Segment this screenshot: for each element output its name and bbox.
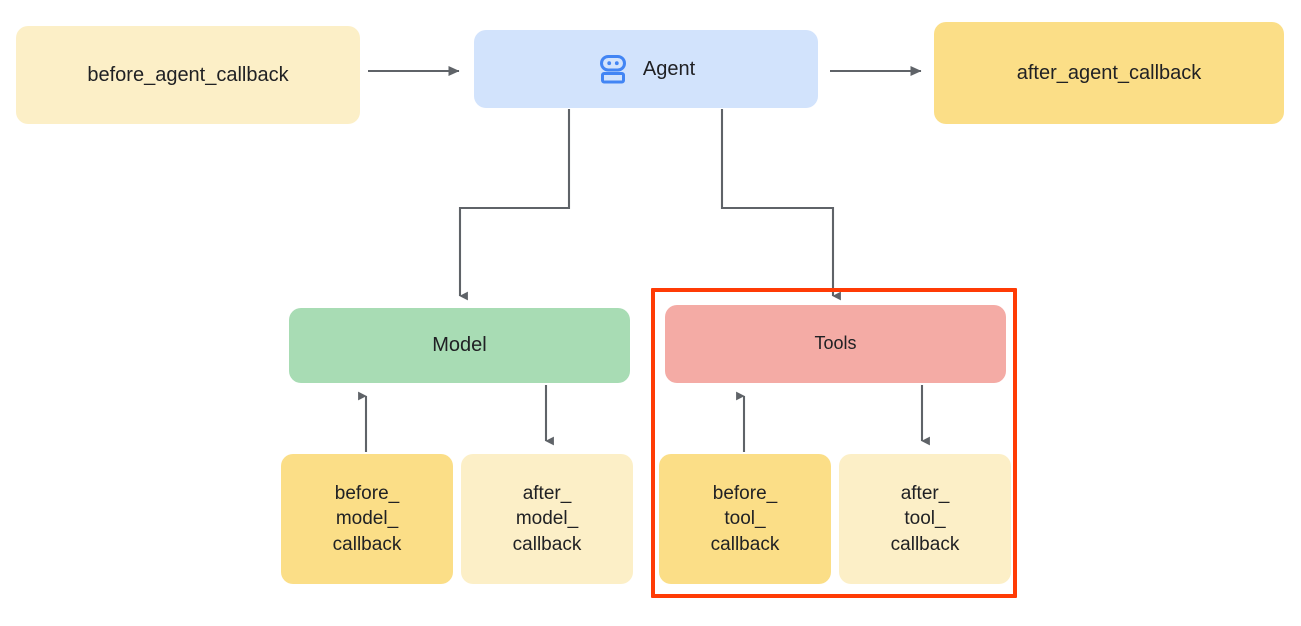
node-before-tool-callback[interactable]: before_ tool_ callback (659, 454, 831, 584)
node-tools-label: Tools (814, 333, 857, 354)
node-after-model-callback-label: after_ model_ callback (512, 483, 582, 555)
node-tools[interactable]: Tools (665, 305, 1006, 383)
node-before-model-callback-label: before_ model_ callback (332, 483, 402, 555)
node-after-tool-callback[interactable]: after_ tool_ callback (839, 454, 1011, 584)
node-after-model-callback[interactable]: after_ model_ callback (461, 454, 633, 584)
node-after-agent-callback-label: after_agent_callback (1016, 61, 1202, 84)
edge-agent-to-model (458, 109, 571, 301)
node-before-tool-callback-label: before_ tool_ callback (710, 483, 780, 555)
node-before-agent-callback-label: before_agent_callback (87, 63, 289, 86)
node-after-tool-callback-label: after_ tool_ callback (890, 483, 960, 555)
edge-agent-to-tools (720, 109, 841, 301)
node-model-label: Model (432, 334, 487, 357)
node-before-model-callback[interactable]: before_ model_ callback (281, 454, 453, 584)
node-agent[interactable]: Agent (474, 30, 818, 108)
robot-icon (597, 53, 629, 85)
node-model[interactable]: Model (289, 308, 630, 383)
node-agent-label: Agent (642, 57, 696, 80)
node-after-agent-callback[interactable]: after_agent_callback (934, 22, 1284, 124)
tools-highlight-region (651, 288, 1017, 598)
node-before-agent-callback[interactable]: before_agent_callback (16, 26, 360, 124)
